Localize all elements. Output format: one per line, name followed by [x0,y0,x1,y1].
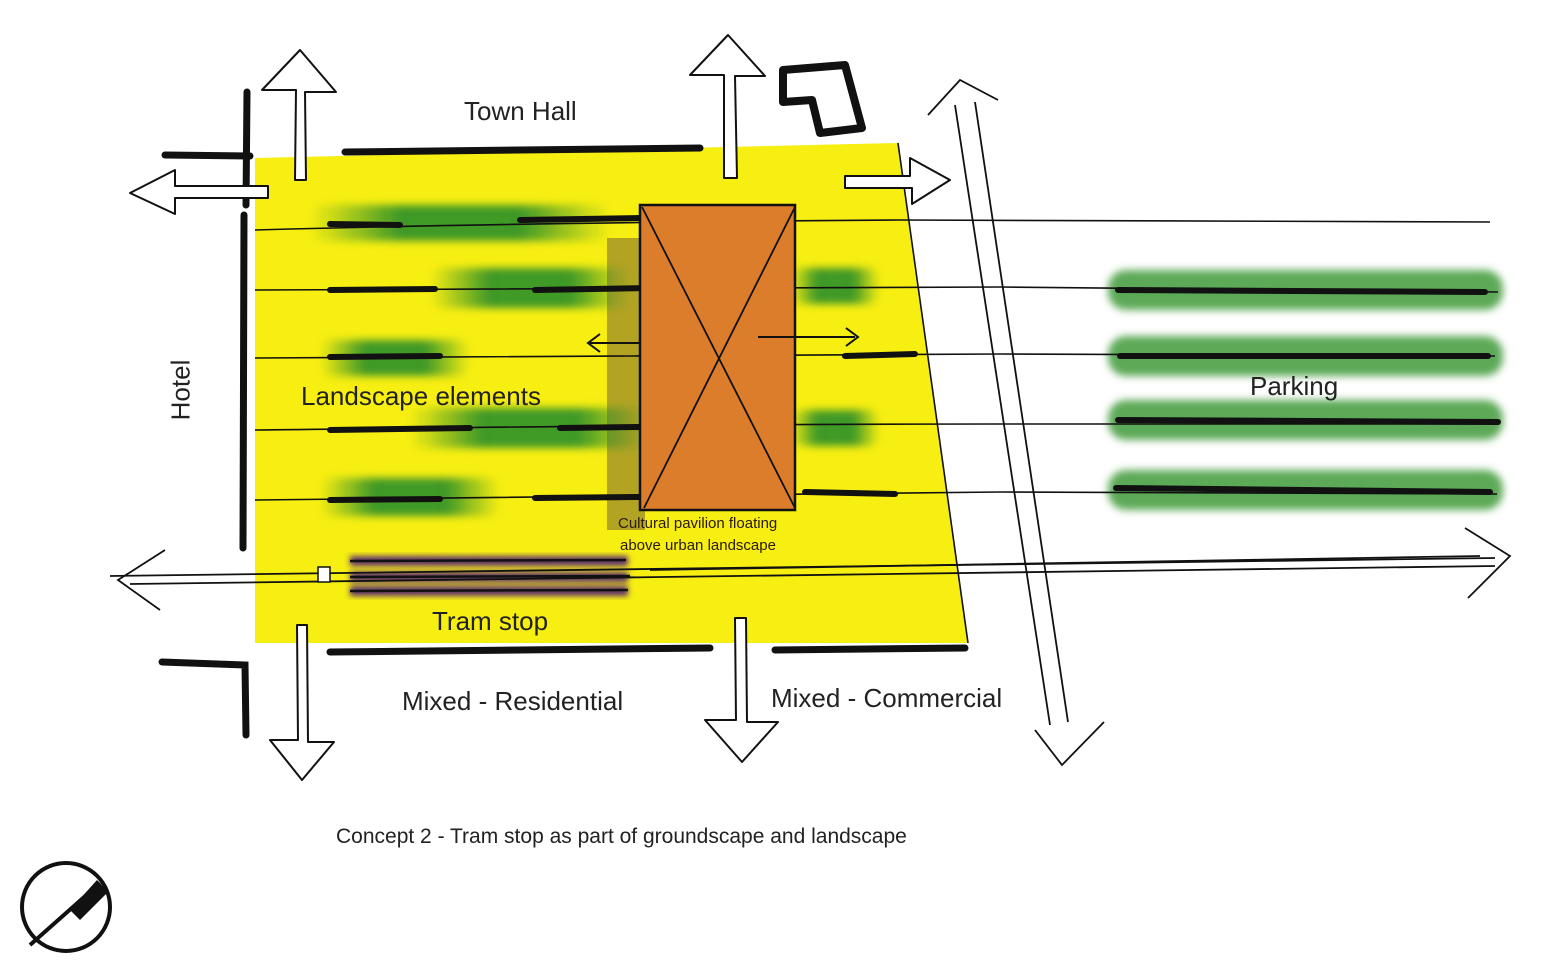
cultural-pavilion [638,203,797,512]
arrow-down-icon [269,624,335,781]
landscape-strips [310,205,880,516]
arrow-right-icon [844,157,951,205]
label-town-hall: Town Hall [464,96,577,126]
label-tram-stop: Tram stop [432,606,549,636]
label-landscape-elements: Landscape elements [301,381,541,411]
arrow-down-icon [704,617,779,763]
label-pavilion-line2: above urban landscape [620,537,776,554]
arrow-left-icon [129,169,269,215]
label-mixed-commercial: Mixed - Commercial [771,683,1003,713]
arrow-up-icon [689,34,766,179]
cross-street-arrow [927,78,1105,767]
tram-end-marker [317,566,331,583]
parking-strokes [1113,287,1501,495]
diagram-caption: Concept 2 - Tram stop as part of grounds… [336,825,907,848]
pavilion-arrows [586,327,860,353]
label-parking: Parking [1250,371,1339,401]
site-edges [158,88,969,739]
north-arrow-icon [20,861,112,953]
town-hall-building [779,61,866,137]
label-pavilion-line1: Cultural pavilion floating [618,515,778,532]
label-hotel: Hotel [165,359,196,421]
site-edge-right [897,142,969,644]
arrow-up-icon [261,49,337,181]
label-mixed-residential: Mixed - Residential [402,686,624,716]
main-street-arrow [109,527,1512,611]
tram-strip-outlines [349,558,631,593]
thick-dashes [327,215,918,503]
